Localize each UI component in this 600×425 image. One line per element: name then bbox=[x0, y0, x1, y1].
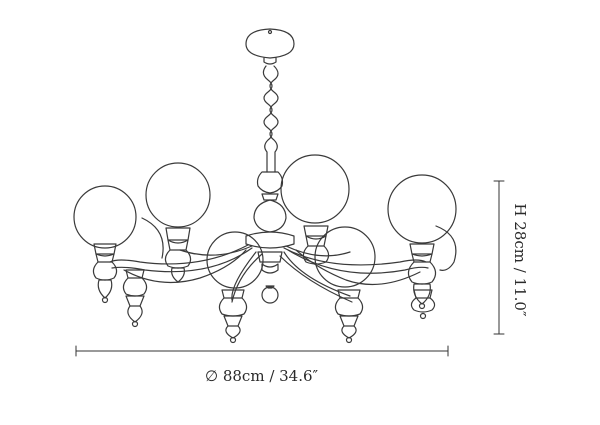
globe-shade-partial bbox=[435, 225, 457, 271]
globe-shade bbox=[206, 231, 264, 289]
candle-cups bbox=[92, 225, 437, 344]
globe-shade bbox=[387, 174, 457, 244]
globe-shade bbox=[280, 154, 350, 224]
ceiling-canopy bbox=[245, 28, 295, 59]
globe-shade bbox=[145, 162, 211, 228]
globe-shade-partial bbox=[141, 217, 164, 259]
width-dimension-label: ∅ 88cm / 34.6″ bbox=[205, 367, 319, 385]
height-dimension-label: H 28cm / 11.0″ bbox=[511, 203, 529, 317]
globe-shade bbox=[314, 226, 376, 288]
globes bbox=[73, 154, 457, 289]
chain-stem bbox=[262, 57, 279, 173]
globe-shade bbox=[73, 185, 137, 249]
central-column bbox=[245, 171, 295, 304]
dimension-lines bbox=[75, 180, 505, 357]
